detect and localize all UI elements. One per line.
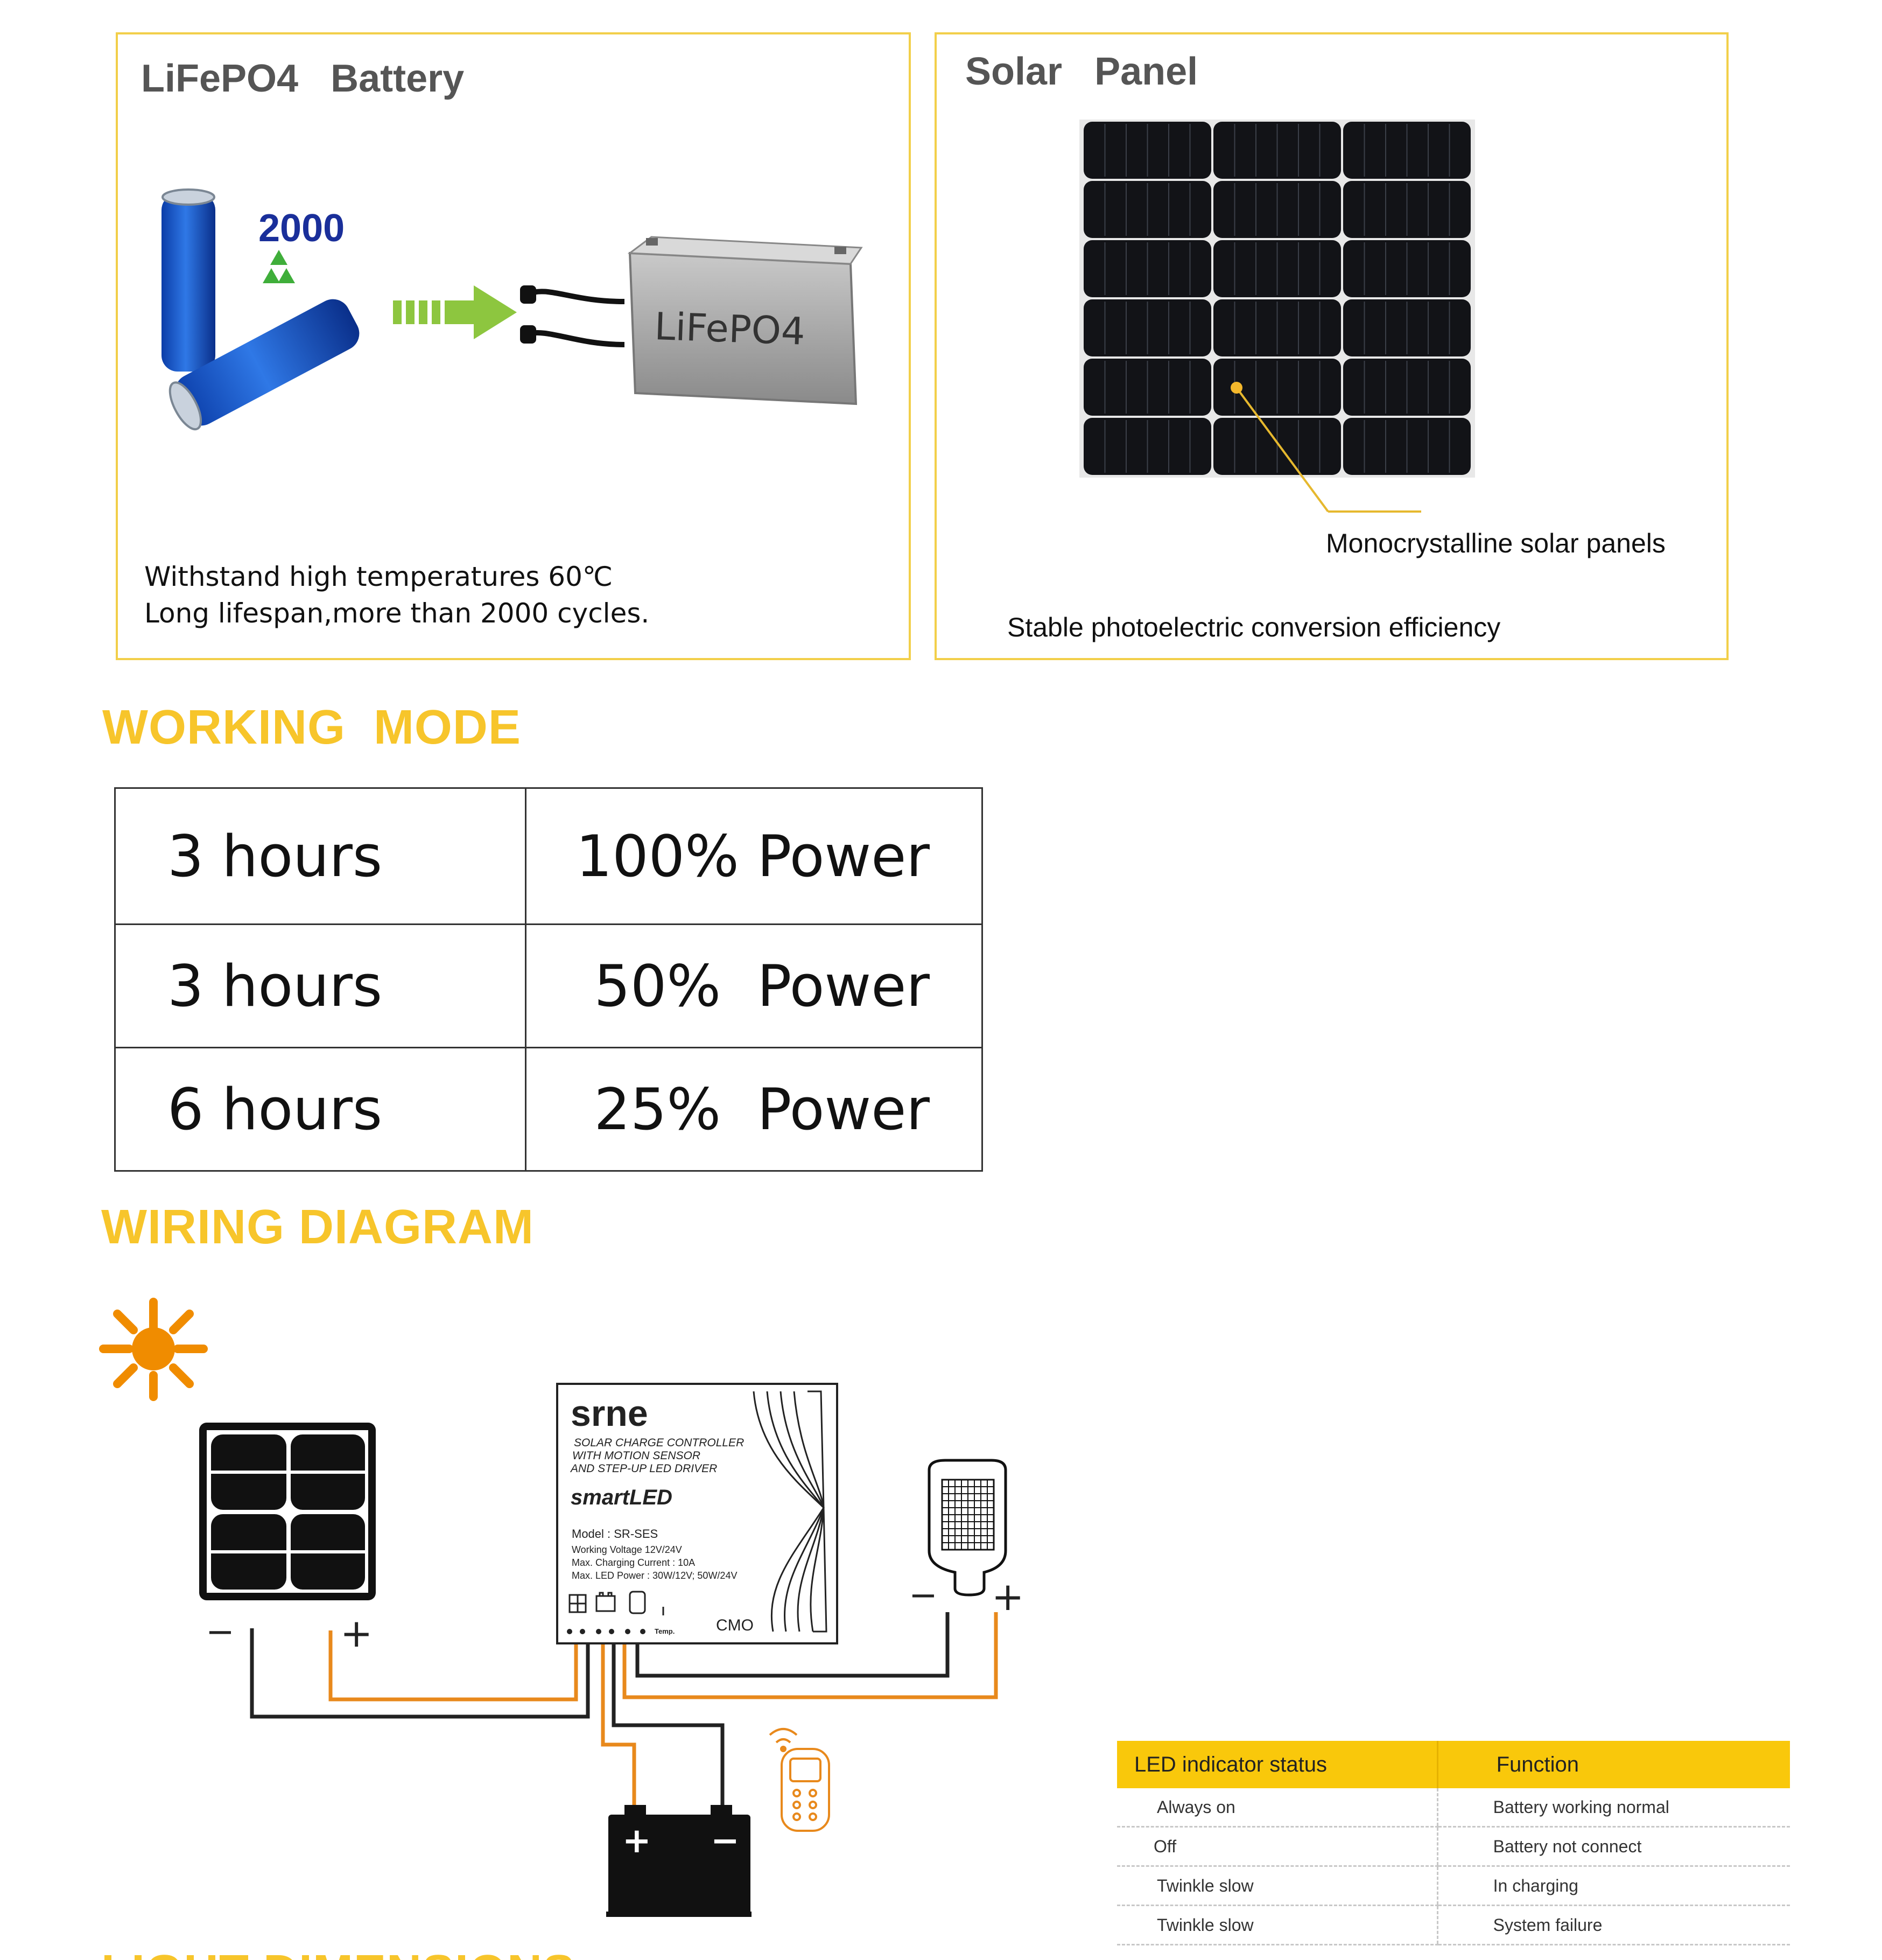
controller-spec-2: Working Voltage 12V/24V <box>572 1544 682 1555</box>
table-row: Off Battery not connect <box>1117 1826 1790 1867</box>
wiring-diagram-title: WIRING DIAGRAM <box>101 1200 534 1254</box>
solar-callout: Monocrystalline solar panels <box>1326 528 1666 558</box>
battery-case-label: LiFePO4 <box>654 304 805 354</box>
table-row: 3 hours 100% Power <box>114 787 983 925</box>
table-row: 6 hours 25% Power <box>114 1047 983 1172</box>
mode-duration: 3 hours <box>114 787 526 925</box>
led-status-cell: Twinkle slow <box>1117 1866 1438 1906</box>
table-row: Twinkle slow System failure <box>1117 1905 1790 1945</box>
solar-box <box>935 32 1729 660</box>
temp-label: Temp. <box>655 1627 675 1635</box>
panel-positive-wire <box>328 1630 578 1702</box>
lamp-minus-label: − <box>909 1576 938 1615</box>
led-function-header: Function <box>1436 1741 1790 1788</box>
battery-cells-icon <box>161 188 360 431</box>
battery-positive-wire <box>601 1643 636 1805</box>
smartled-logo: smartLED <box>571 1486 672 1509</box>
led-status-cell: Off <box>1117 1826 1438 1867</box>
controller-spec-4: Max. LED Power : 30W/12V; 50W/24V <box>572 1570 737 1581</box>
panel-plus-label: + <box>340 1611 373 1656</box>
led-lamp-icon <box>928 1459 1007 1597</box>
working-mode-title: WORKING MODE <box>102 701 521 754</box>
sun-icon <box>99 1298 208 1401</box>
table-row: Twinkle slow In charging <box>1117 1866 1790 1906</box>
battery-box <box>116 32 911 660</box>
wires <box>250 1612 998 1805</box>
terminal-pins <box>567 1629 645 1634</box>
led-function-cell: In charging <box>1436 1866 1790 1906</box>
panel-minus-label: − <box>206 1612 235 1652</box>
controller-brand: srne <box>571 1393 648 1434</box>
solar-title: Solar Panel <box>965 50 1198 93</box>
working-mode-table: 3 hours 100% Power 3 hours 50% Power 6 h… <box>114 787 983 1172</box>
solar-panel-illustration <box>1079 120 1475 513</box>
battery-box-icon <box>520 236 863 405</box>
led-indicator-table: LED indicator status Function Always on … <box>1117 1741 1790 1945</box>
controller-desc-3: AND STEP-UP LED DRIVER <box>570 1462 717 1475</box>
battery-title: LiFePO4 Battery <box>141 57 465 100</box>
led-function-cell: Battery working normal <box>1436 1788 1790 1828</box>
car-battery-icon <box>606 1805 752 1917</box>
controller-desc-2: WITH MOTION SENSOR <box>572 1450 700 1462</box>
panel-negative-wire <box>250 1628 590 1719</box>
mode-duration: 3 hours <box>114 923 526 1048</box>
lamp-positive-wire <box>622 1612 998 1699</box>
led-status-cell: Twinkle slow <box>1117 1905 1438 1945</box>
mode-power: 100% Power <box>525 787 983 925</box>
controller-code: CMO <box>716 1616 754 1634</box>
mode-duration: 6 hours <box>114 1047 526 1172</box>
solar-feature: Stable photoelectric conversion efficien… <box>1007 612 1501 642</box>
solar-cell-grid <box>1084 122 1471 475</box>
table-header-row: LED indicator status Function <box>1117 1741 1790 1788</box>
led-function-cell: Battery not connect <box>1436 1826 1790 1867</box>
mode-power: 25% Power <box>525 1047 983 1172</box>
controller-desc-1: SOLAR CHARGE CONTROLLER <box>574 1437 744 1449</box>
green-arrow-icon <box>393 285 517 339</box>
light-dimensions-title: LIGHT DIMENSIONS <box>101 1945 575 1960</box>
lamp-negative-wire <box>635 1612 950 1678</box>
recycle-icon <box>263 250 295 283</box>
table-row: 3 hours 50% Power <box>114 923 983 1048</box>
led-status-cell: Always on <box>1117 1788 1438 1828</box>
charge-controller: srne SOLAR CHARGE CONTROLLER WITH MOTION… <box>556 1383 838 1644</box>
led-status-header: LED indicator status <box>1117 1741 1438 1788</box>
terminal-icons <box>568 1591 664 1615</box>
controller-wave-icon <box>753 1390 827 1633</box>
controller-spec-3: Max. Charging Current : 10A <box>572 1557 695 1568</box>
battery-illustration: 2000 LiFePO4 <box>161 188 863 431</box>
battery-feature-1: Withstand high temperatures 60℃ <box>144 561 613 592</box>
led-function-cell: System failure <box>1436 1905 1790 1945</box>
remote-control-icon <box>769 1728 830 1832</box>
wiring-diagram: − + srne SOLAR CHARGE CONTROLLER WITH MO… <box>99 1298 1024 1917</box>
mode-power: 50% Power <box>525 923 983 1048</box>
battery-plus-label: + <box>622 1821 651 1861</box>
controller-spec-1: Model : SR-SES <box>572 1527 658 1541</box>
cell-number-text: 2000 <box>258 207 345 250</box>
solar-panel-icon <box>199 1423 376 1600</box>
battery-minus-label: − <box>711 1821 740 1861</box>
lamp-plus-label: + <box>992 1574 1024 1619</box>
battery-negative-wire <box>612 1643 725 1805</box>
table-row: Always on Battery working normal <box>1117 1788 1790 1828</box>
battery-feature-2: Long lifespan,more than 2000 cycles. <box>144 598 650 629</box>
